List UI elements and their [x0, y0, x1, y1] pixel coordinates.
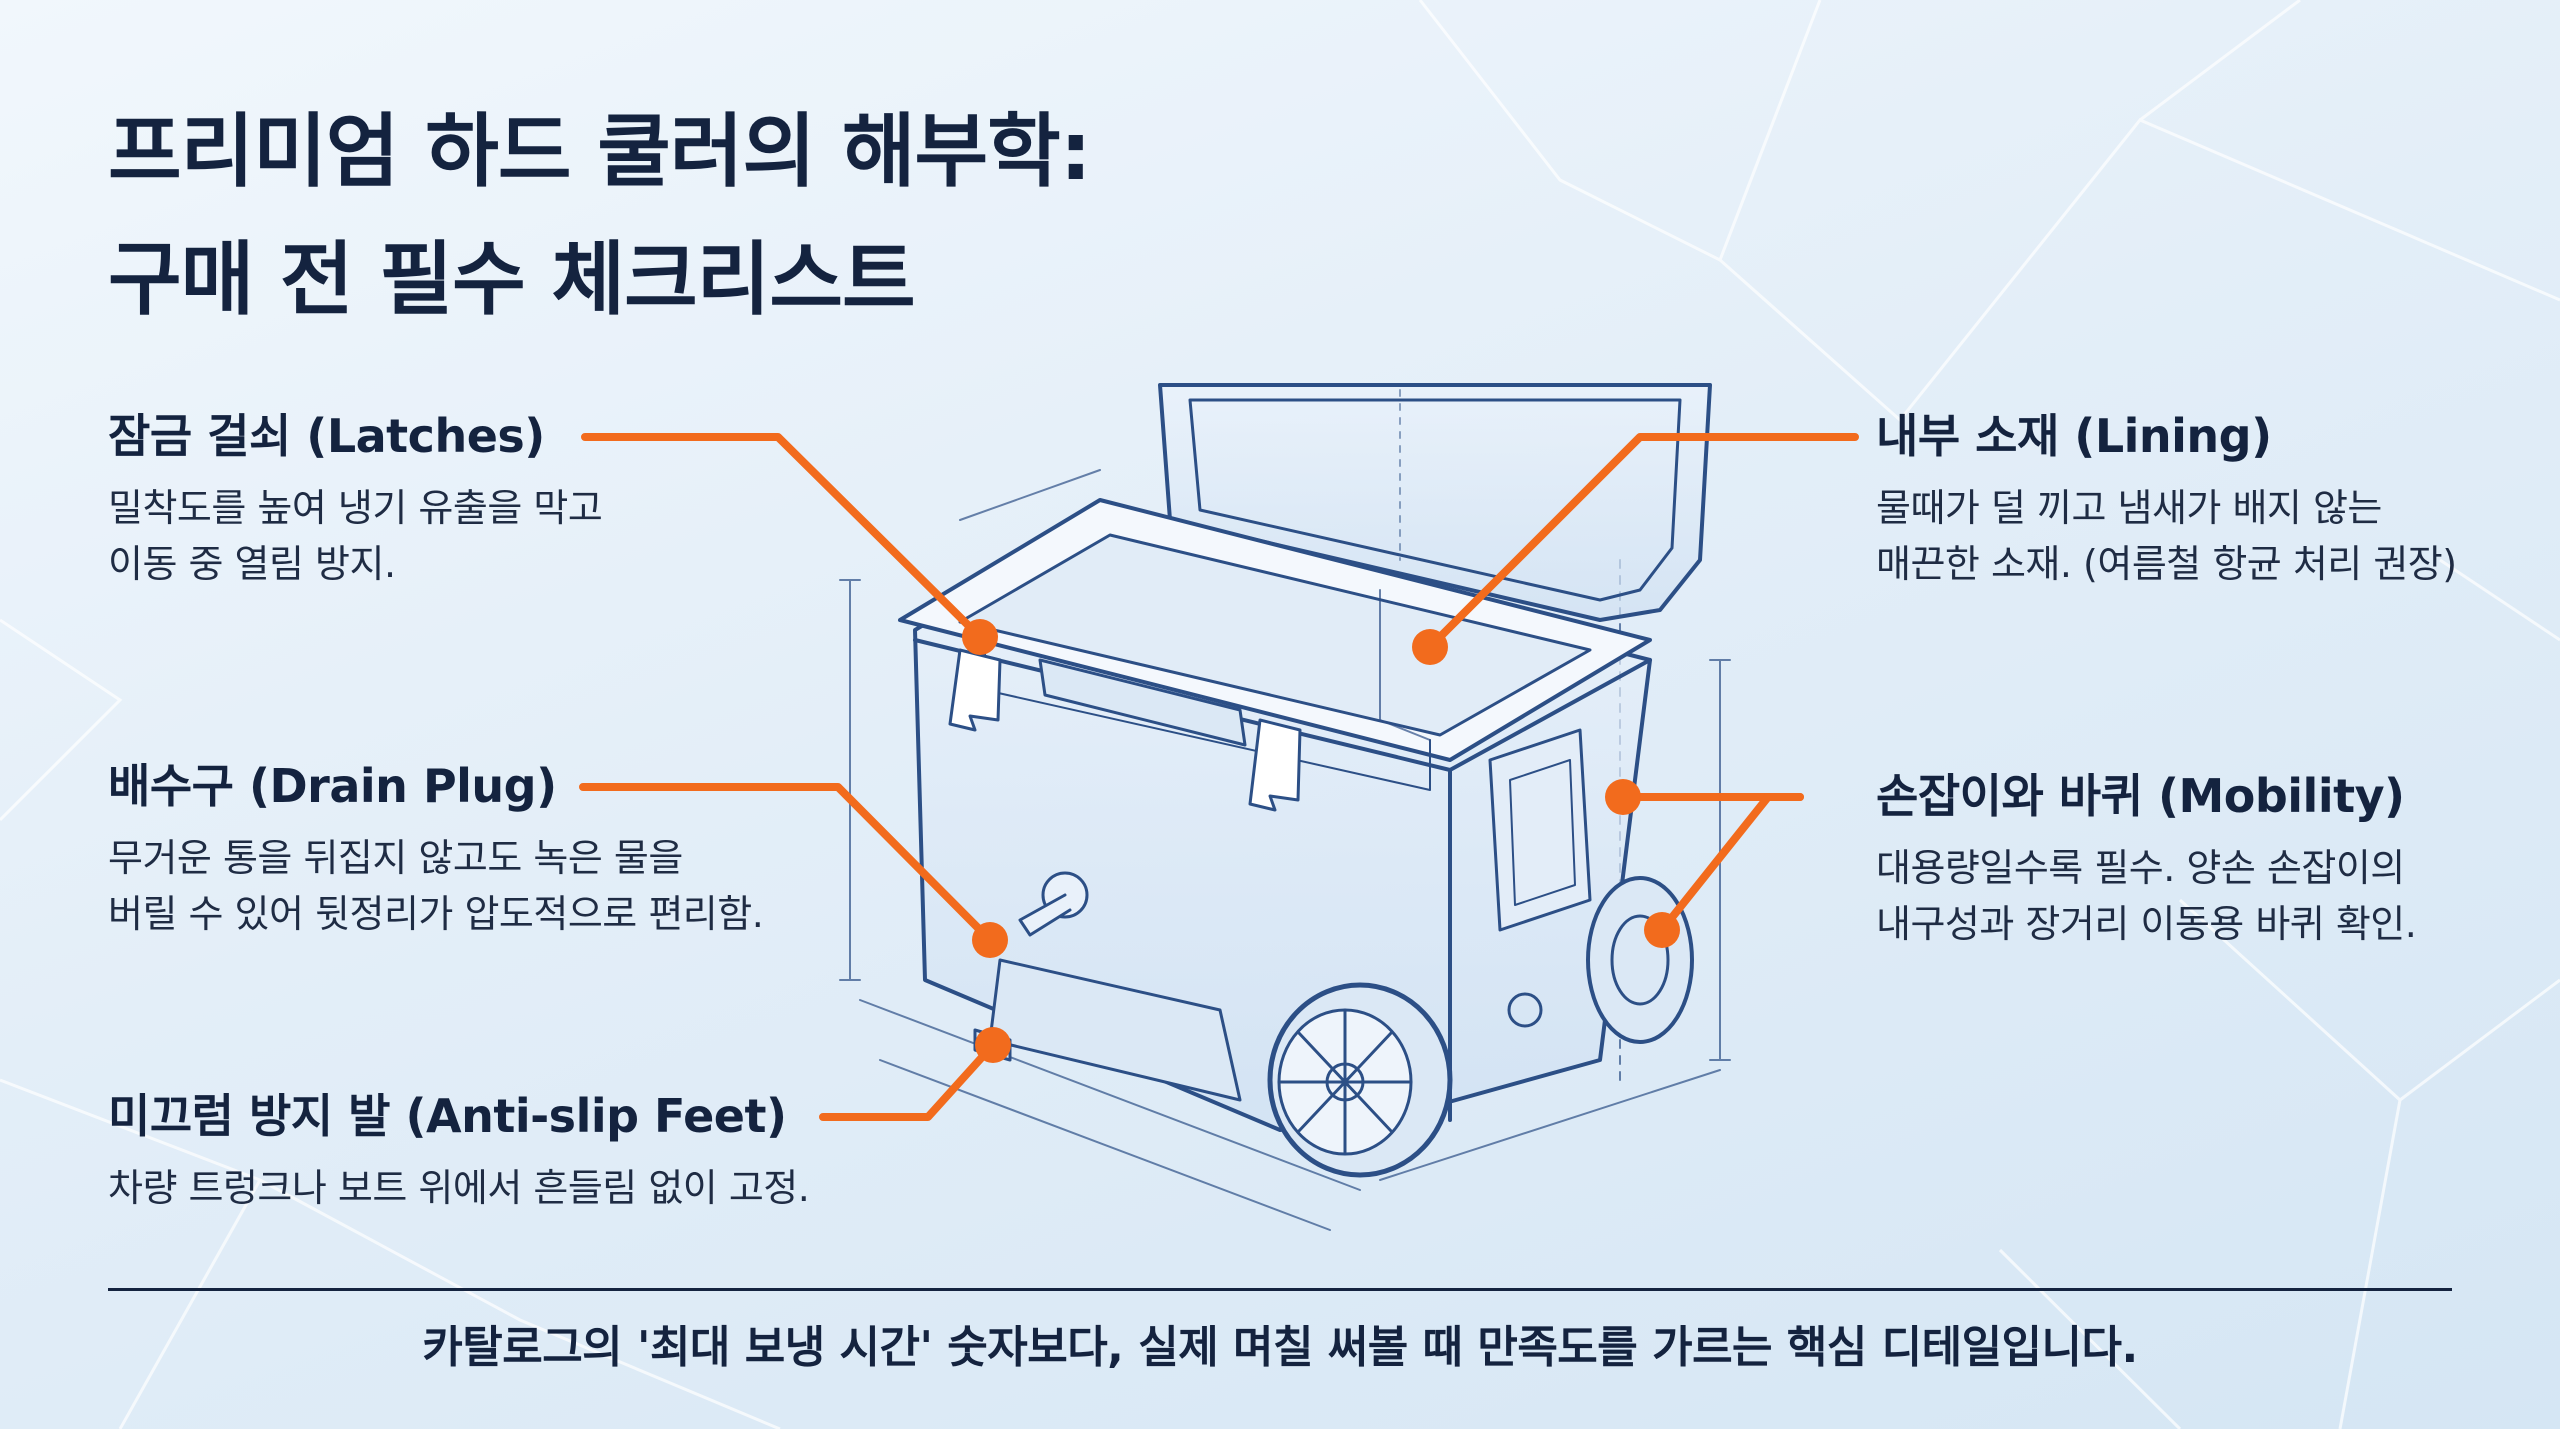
leader-latches [581, 433, 984, 641]
callout-lining: 내부 소재 (Lining) 물때가 덜 끼고 냄새가 배지 않는 매끈한 소재… [1876, 406, 2457, 592]
leader-lining [1426, 433, 1859, 651]
callout-line: 매끈한 소재. (여름철 항균 처리 권장) [1876, 542, 2457, 586]
title-line-2: 구매 전 필수 체크리스트 [108, 233, 916, 326]
dot-wheel [1644, 912, 1680, 948]
callout-line: 버릴 수 있어 뒷정리가 압도적으로 편리함. [108, 892, 764, 936]
dot-drain [972, 922, 1008, 958]
callout-line: 물때가 덜 끼고 냄새가 배지 않는 [1876, 486, 2382, 530]
callout-line: 차량 트렁크나 보트 위에서 흔들림 없이 고정. [108, 1166, 810, 1210]
callout-feet: 미끄럼 방지 발 (Anti-slip Feet) 차량 트렁크나 보트 위에서… [108, 1086, 810, 1216]
callout-description: 차량 트렁크나 보트 위에서 흔들림 없이 고정. [108, 1160, 810, 1216]
leader-drain [579, 783, 994, 944]
callout-heading: 손잡이와 바퀴 (Mobility) [1876, 769, 2405, 823]
callout-latches: 잠금 걸쇠 (Latches) 밀착도를 높여 냉기 유출을 막고 이동 중 열… [108, 406, 603, 592]
callout-line: 밀착도를 높여 냉기 유출을 막고 [108, 486, 603, 530]
callout-heading: 미끄럼 방지 발 (Anti-slip Feet) [108, 1089, 787, 1143]
callout-heading: 내부 소재 (Lining) [1876, 409, 2272, 463]
callout-line: 무거운 통을 뒤집지 않고도 녹은 물을 [108, 836, 683, 880]
callout-line: 대용량일수록 필수. 양손 손잡이의 [1876, 846, 2405, 890]
dot-latches [962, 619, 998, 655]
callout-line: 내구성과 장거리 이동용 바퀴 확인. [1876, 902, 2417, 946]
footer-divider [108, 1288, 2452, 1291]
callout-description: 물때가 덜 끼고 냄새가 배지 않는 매끈한 소재. (여름철 항균 처리 권장… [1876, 480, 2457, 592]
dot-feet [975, 1027, 1011, 1063]
callout-description: 무거운 통을 뒤집지 않고도 녹은 물을 버릴 수 있어 뒷정리가 압도적으로 … [108, 830, 764, 942]
callout-description: 대용량일수록 필수. 양손 손잡이의 내구성과 장거리 이동용 바퀴 확인. [1876, 840, 2417, 952]
callout-description: 밀착도를 높여 냉기 유출을 막고 이동 중 열림 방지. [108, 480, 603, 592]
dot-lining [1412, 629, 1448, 665]
dot-handle [1605, 779, 1641, 815]
page-title: 프리미엄 하드 쿨러의 해부학: 구매 전 필수 체크리스트 [108, 88, 1092, 344]
cooler-drawing [839, 383, 1731, 1231]
callout-line: 이동 중 열림 방지. [108, 542, 396, 586]
callout-heading: 잠금 걸쇠 (Latches) [108, 409, 545, 463]
callout-leaders [579, 433, 1859, 1121]
leader-feet [819, 1041, 997, 1121]
callout-mobility: 손잡이와 바퀴 (Mobility) 대용량일수록 필수. 양손 손잡이의 내구… [1876, 766, 2417, 952]
leader-mobility-wheel [1658, 793, 1804, 934]
callout-drain: 배수구 (Drain Plug) 무거운 통을 뒤집지 않고도 녹은 물을 버릴… [108, 756, 764, 942]
callout-dots [962, 619, 1680, 1063]
title-line-1: 프리미엄 하드 쿨러의 해부학: [108, 105, 1092, 198]
callout-heading: 배수구 (Drain Plug) [108, 759, 557, 813]
footer-caption: 카탈로그의 '최대 보냉 시간' 숫자보다, 실제 며칠 써볼 때 만족도를 가… [422, 1322, 2138, 1373]
